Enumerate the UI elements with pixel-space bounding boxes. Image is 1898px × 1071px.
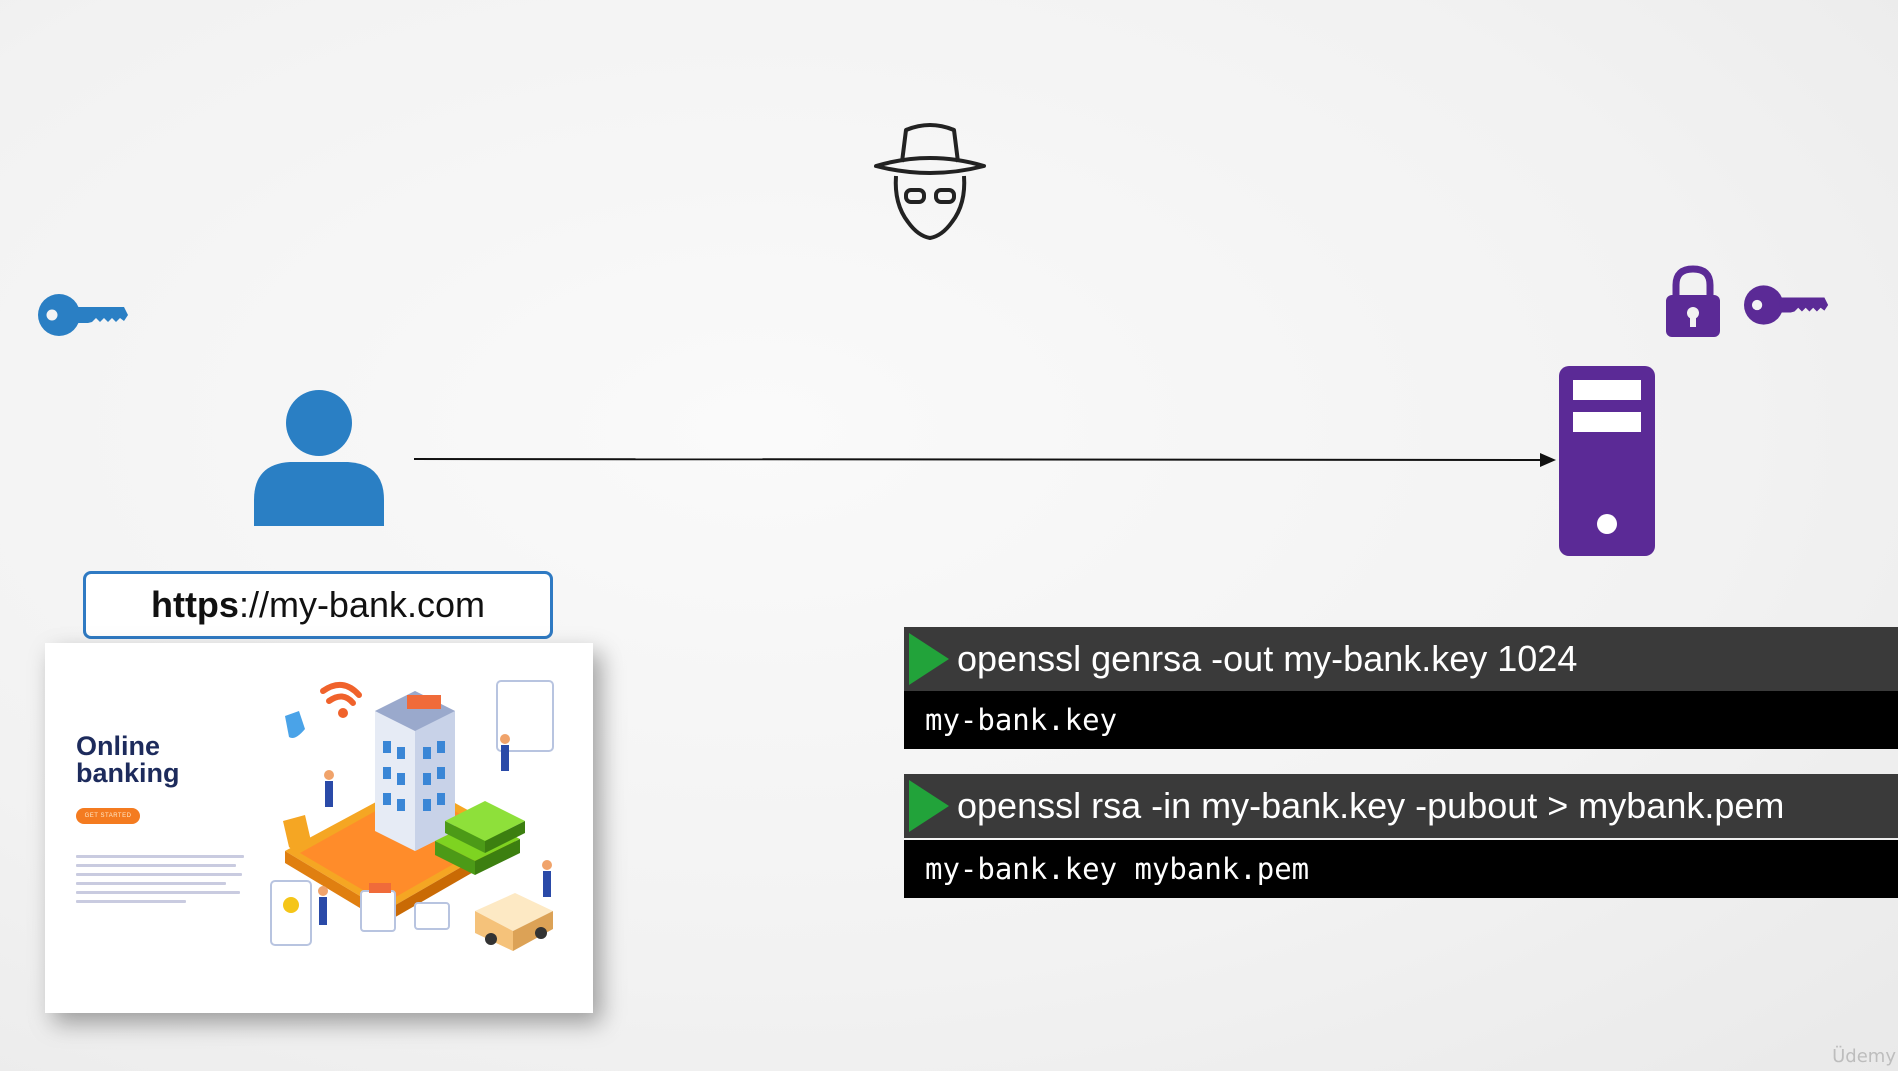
website-preview: Online banking GET STARTED [45, 643, 593, 1013]
terminal-command-2: openssl rsa -in my-bank.key -pubout > my… [904, 774, 1898, 838]
banking-illustration [270, 680, 554, 951]
user-icon [254, 390, 384, 526]
output-text: my-bank.key [925, 703, 1118, 737]
server-key-icon [1744, 285, 1829, 325]
output-text: my-bank.key mybank.pem [925, 852, 1310, 886]
client-key-icon [38, 294, 128, 336]
url-address: ://my-bank.com [238, 584, 486, 625]
play-icon [909, 780, 949, 832]
terminal-command-1: openssl genrsa -out my-bank.key 1024 [904, 627, 1898, 691]
terminal-output-2: my-bank.key mybank.pem [904, 840, 1898, 898]
url-scheme: https [150, 584, 239, 625]
website-cta-button: GET STARTED [76, 808, 140, 824]
server-icon [1559, 366, 1655, 556]
command-text: openssl genrsa -out my-bank.key 1024 [957, 638, 1578, 679]
watermark: Üdemy [1832, 1046, 1896, 1067]
connection-arrow [414, 453, 1556, 467]
command-text: openssl rsa -in my-bank.key -pubout > my… [957, 785, 1785, 826]
lock-icon [1666, 265, 1720, 337]
url-bar[interactable]: https://my-bank.com [83, 571, 553, 639]
website-body-text [76, 855, 244, 909]
hacker-icon [874, 123, 986, 240]
terminal-output-1: my-bank.key [904, 691, 1898, 749]
play-icon [909, 633, 949, 685]
website-title: Online banking [76, 731, 180, 788]
